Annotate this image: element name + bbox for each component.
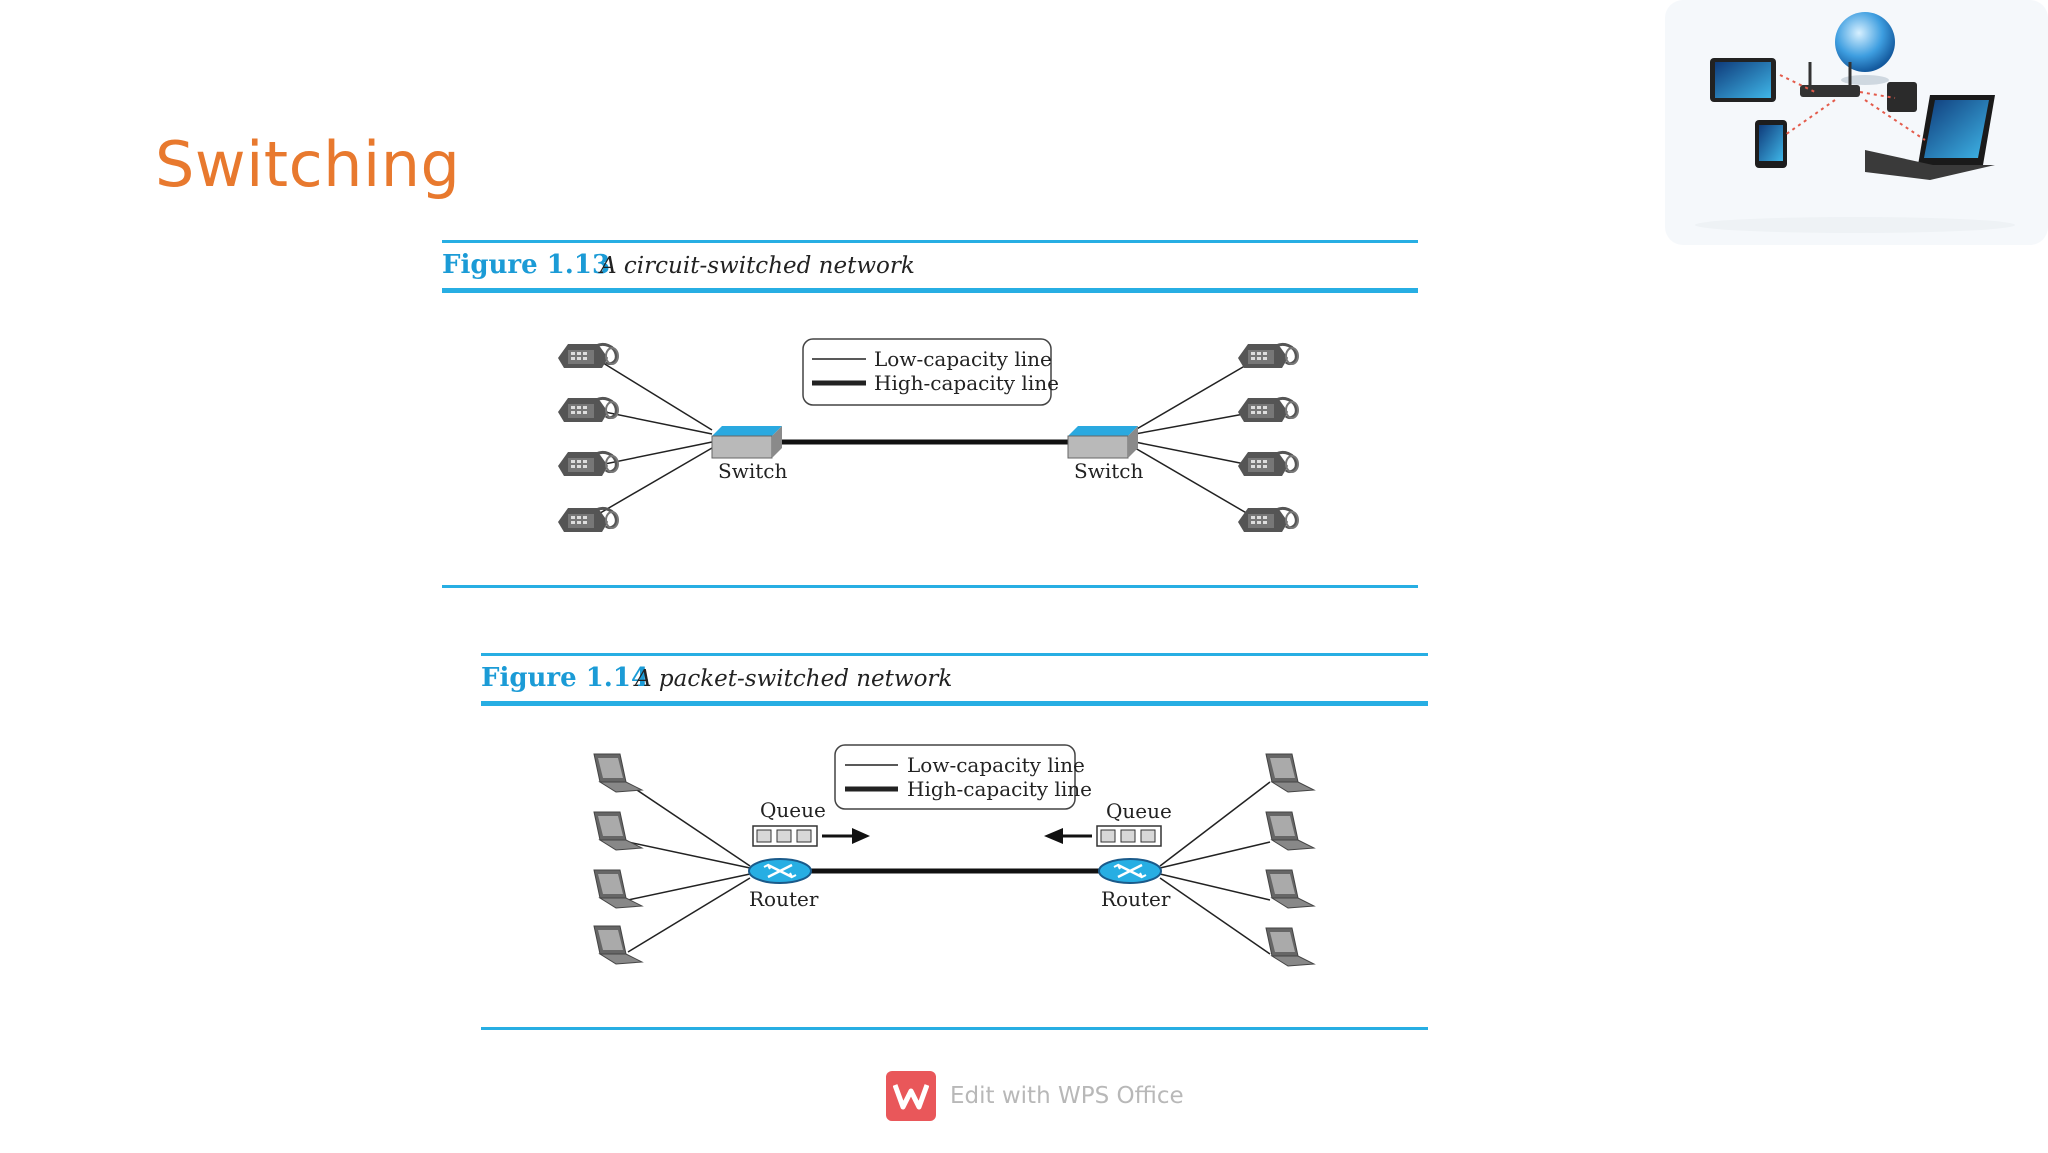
telephone-icon <box>1236 396 1300 424</box>
figure1-caption: A circuit-switched network <box>600 253 915 279</box>
switch-icon <box>711 425 783 459</box>
slide-title: Switching <box>155 128 461 201</box>
wps-logo-icon <box>886 1071 936 1121</box>
laptop-icon <box>593 925 643 965</box>
wps-watermark[interactable]: Edit with WPS Office <box>886 1070 1184 1122</box>
packet-switched-diagram: Low-capacity line High-capacity line Que… <box>593 744 1315 967</box>
telephone-icon <box>1236 342 1300 370</box>
left-router-label: Router <box>749 887 819 911</box>
legend-high-label: High-capacity line <box>907 777 1092 801</box>
tablet-icon <box>1710 58 1776 102</box>
legend-high-label: High-capacity line <box>874 371 1059 395</box>
queue-icon <box>752 825 818 847</box>
laptop-icon <box>593 753 643 793</box>
laptop-icon <box>1265 869 1315 909</box>
router-icon <box>747 857 813 885</box>
arrow-right-icon <box>822 828 870 844</box>
figure2-number: Figure 1.14 <box>481 663 650 693</box>
globe-icon <box>1835 12 1895 72</box>
switch-icon <box>1067 425 1139 459</box>
right-router-label: Router <box>1101 887 1171 911</box>
telephone-icon <box>556 506 620 534</box>
figure1-number: Figure 1.13 <box>442 250 611 280</box>
router-icon <box>1800 62 1860 97</box>
right-queue-label: Queue <box>1106 799 1172 823</box>
laptop-icon <box>1265 753 1315 793</box>
phone-icon <box>1755 120 1787 168</box>
telephone-icon <box>556 450 620 478</box>
legend-box: Low-capacity line High-capacity line <box>834 744 1092 810</box>
queue-icon <box>1096 825 1162 847</box>
wps-watermark-text: Edit with WPS Office <box>950 1083 1184 1109</box>
telephone-icon <box>1236 450 1300 478</box>
right-switch-label: Switch <box>1074 459 1143 483</box>
figure1-top-rule <box>442 240 1418 243</box>
figure2-caption-rule <box>481 701 1428 706</box>
laptop-icon <box>593 811 643 851</box>
telephone-icon <box>556 342 620 370</box>
circuit-switched-diagram: Low-capacity line High-capacity line Swi… <box>556 338 1300 534</box>
router-icon <box>1097 857 1163 885</box>
arrow-left-icon <box>1044 828 1092 844</box>
laptop-icon <box>1265 927 1315 967</box>
laptop-icon <box>593 869 643 909</box>
figure2-bottom-rule <box>481 1027 1428 1030</box>
figure2-top-rule <box>481 653 1428 656</box>
legend-low-label: Low-capacity line <box>874 347 1052 371</box>
network-devices-image <box>1665 0 2048 245</box>
left-switch-label: Switch <box>718 459 787 483</box>
left-queue-label: Queue <box>760 798 826 822</box>
laptop-icon <box>1265 811 1315 851</box>
telephone-icon <box>556 396 620 424</box>
figure2-caption: A packet-switched network <box>635 666 953 692</box>
legend-low-label: Low-capacity line <box>907 753 1085 777</box>
laptop-icon <box>1865 95 1995 180</box>
figure1-caption-rule <box>442 288 1418 293</box>
legend-box: Low-capacity line High-capacity line <box>802 338 1059 406</box>
telephone-icon <box>1236 506 1300 534</box>
figure1-bottom-rule <box>442 585 1418 588</box>
